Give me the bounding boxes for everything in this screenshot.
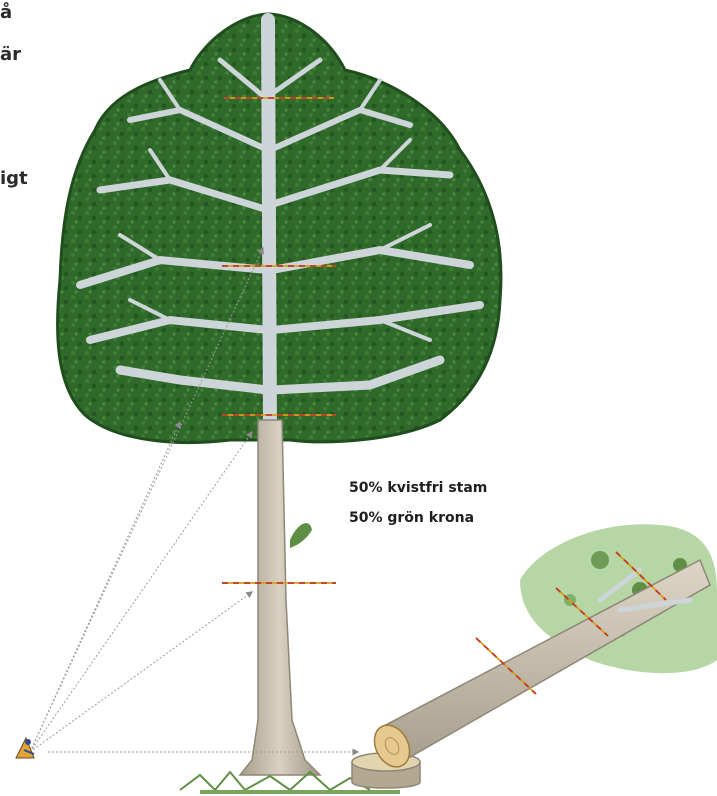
- crown-shape: [58, 14, 501, 442]
- green-crown-label: 50% grön krona: [349, 510, 474, 526]
- sight-line-4: [30, 592, 252, 752]
- trunk-sprout: [290, 523, 312, 548]
- tree-crown: [58, 14, 501, 442]
- sight-line-2: [30, 422, 180, 752]
- branch-free-stem-label: 50% kvistfri stam: [349, 480, 487, 496]
- edge-text-line-3: igt: [0, 168, 28, 189]
- tree-trunk: [240, 420, 320, 775]
- edge-text-line-2: är: [0, 44, 21, 65]
- edge-text-line-1: å: [0, 2, 12, 23]
- sight-line-3: [30, 432, 252, 752]
